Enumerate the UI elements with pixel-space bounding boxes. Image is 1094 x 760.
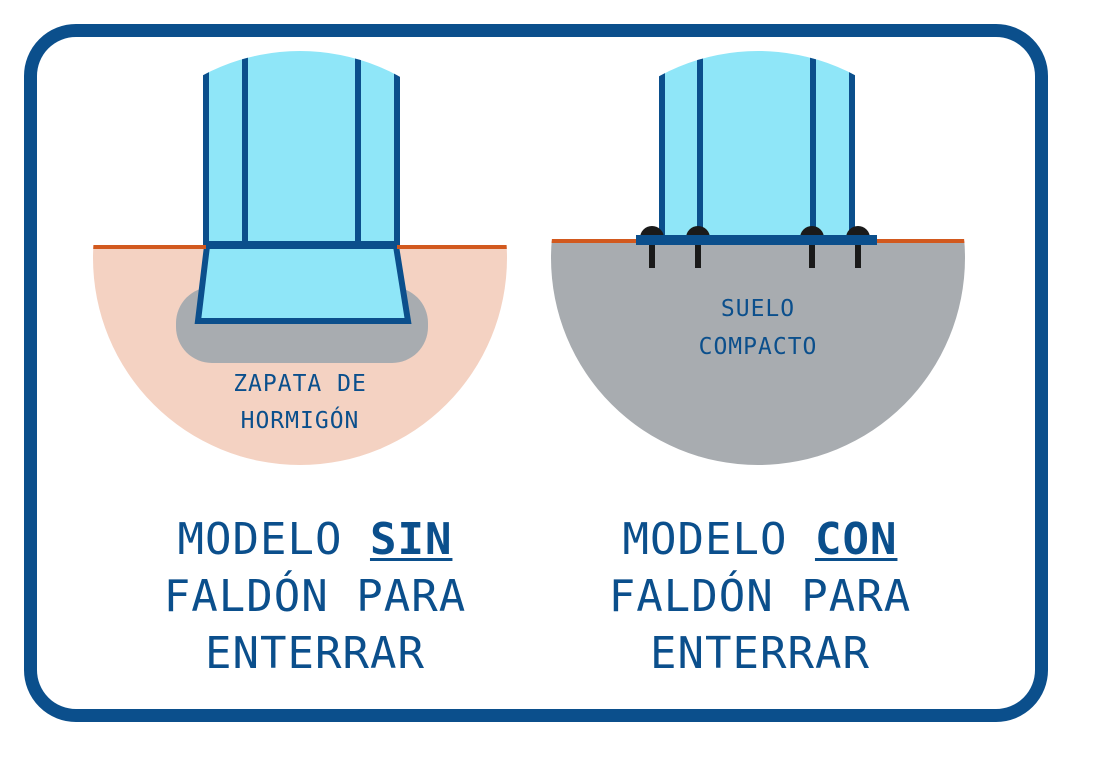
caption-right: MODELO CON FALDÓN PARA ENTERRAR [540, 511, 980, 682]
footing-label-line1: ZAPATA DE [233, 371, 367, 397]
glass-panel-base [194, 243, 412, 324]
caption-right-line3: ENTERRAR [650, 628, 870, 679]
caption-left-line3: ENTERRAR [205, 628, 425, 679]
left-illustration: ZAPATA DE HORMIGÓN [93, 51, 507, 465]
footing-label-line2: HORMIGÓN [241, 406, 360, 434]
base-skirt-plate [636, 235, 877, 245]
caption-right-line2: FALDÓN PARA [608, 571, 912, 622]
caption-right-emphasis: CON [814, 514, 898, 565]
caption-left: MODELO SIN FALDÓN PARA ENTERRAR [95, 511, 535, 682]
right-illustration: SUELO COMPACTO [551, 51, 965, 465]
soil-label-line1: SUELO [721, 296, 795, 322]
compact-soil [551, 241, 965, 465]
caption-right-prefix: MODELO [622, 514, 815, 565]
glass-panel-upper [206, 51, 397, 246]
soil-label-line2: COMPACTO [699, 334, 818, 360]
caption-left-line2: FALDÓN PARA [163, 571, 467, 622]
caption-left-emphasis: SIN [369, 514, 453, 565]
glass-panel [662, 51, 852, 238]
caption-left-prefix: MODELO [177, 514, 370, 565]
